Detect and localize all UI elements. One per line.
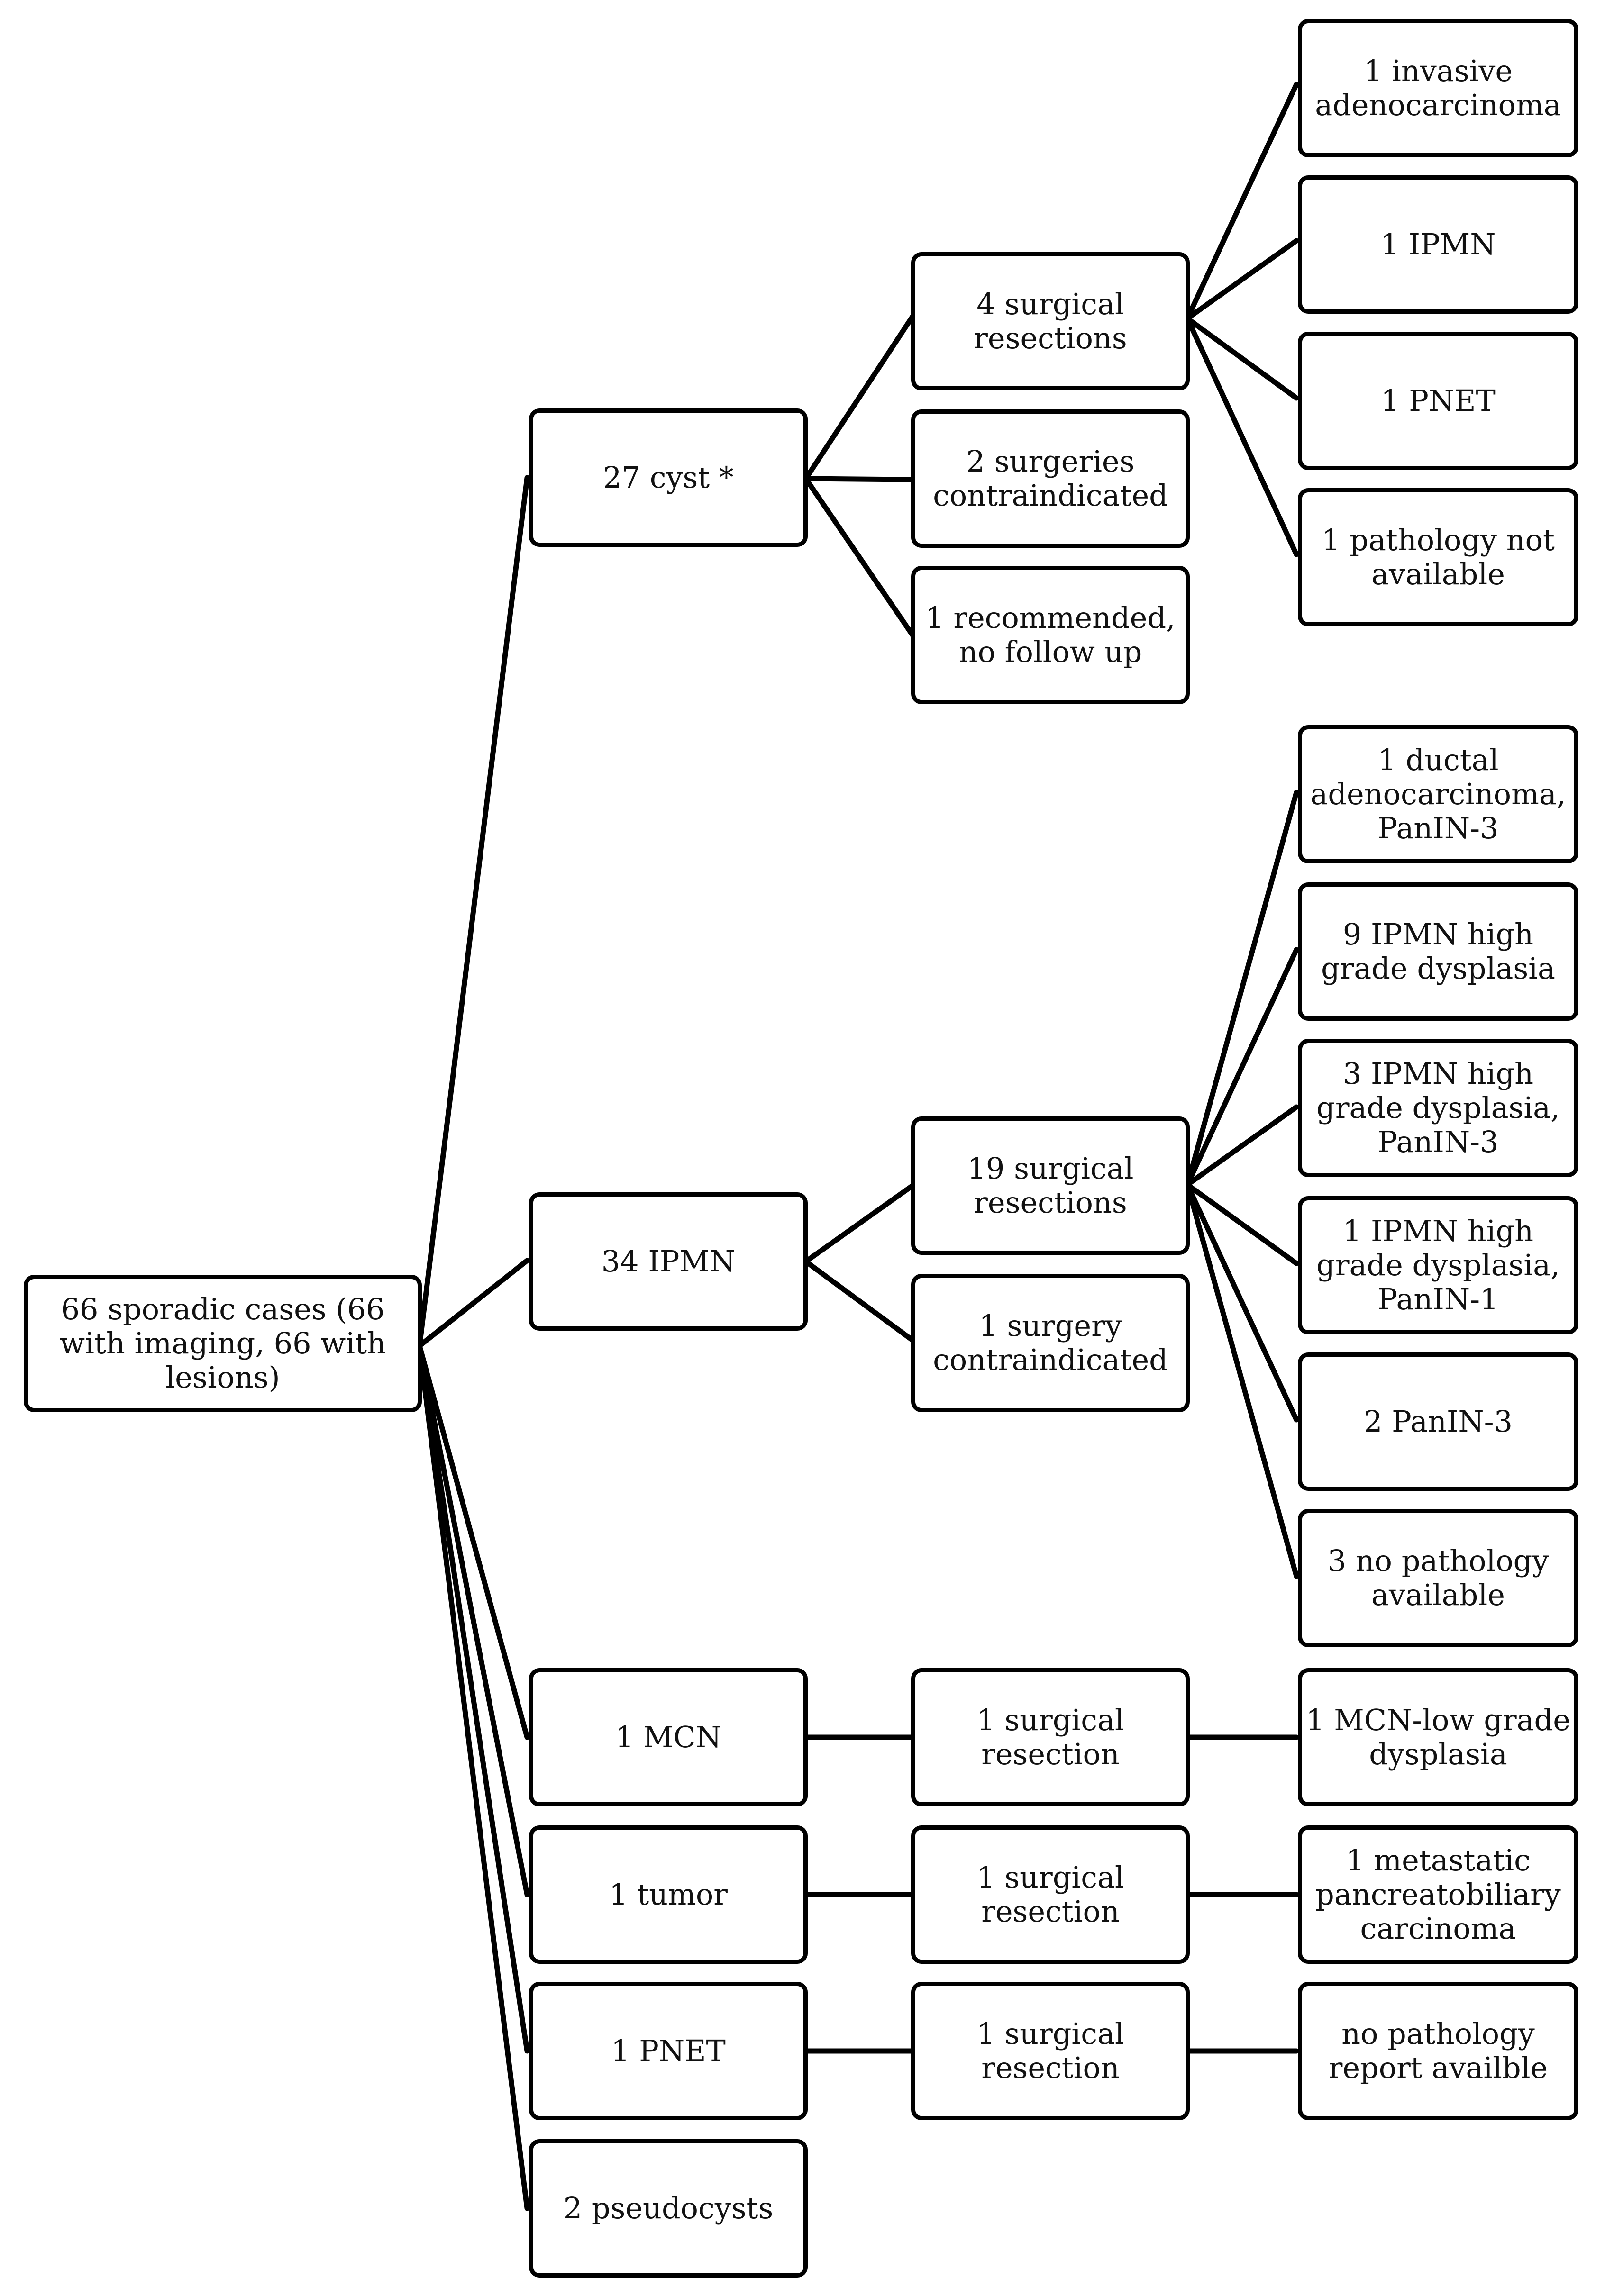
node-cyst-ipmn: 1 IPMN	[1298, 175, 1578, 314]
node-cyst-pnet: 1 PNET	[1298, 332, 1578, 470]
node-mcn-label: 1 MCN	[615, 1720, 722, 1754]
node-pnet-outcome-label: 1 surgical resection	[976, 2016, 1124, 2085]
node-ipmn-ductal-label: 1 ductal adenocarcinoma, PanIN-3	[1310, 743, 1566, 845]
connector-ipmn-resections-panin	[1185, 1182, 1299, 1423]
connector-cyst-contraindicated	[803, 476, 915, 482]
connector-root-tumor	[417, 1343, 530, 1897]
node-ipmn-contraindicated-label: 1 surgery contraindicated	[933, 1308, 1168, 1377]
connector-ipmn-resections-hgd9	[1185, 947, 1299, 1188]
node-tumor-pathology: 1 metastatic pancreatobiliary carcinoma	[1298, 1825, 1578, 1964]
connector-root-ipmn	[417, 1258, 530, 1349]
node-mcn-outcome-label: 1 surgical resection	[976, 1703, 1124, 1771]
node-ipmn-hgd9-label: 9 IPMN high grade dysplasia	[1321, 917, 1555, 986]
node-ipmn-panin: 2 PanIN-3	[1298, 1352, 1578, 1491]
node-cyst-resections: 4 surgical resections	[911, 252, 1190, 390]
connector-ipmn-resections-ductal	[1185, 790, 1299, 1188]
node-ipmn-label: 34 IPMN	[601, 1244, 736, 1279]
connector-resections-invasive	[1185, 82, 1299, 321]
node-ipmn-hgd3: 3 IPMN high grade dysplasia, PanIN-3	[1298, 1039, 1578, 1177]
node-cyst-pnet-label: 1 PNET	[1381, 383, 1496, 418]
connector-root-cyst	[417, 475, 530, 1349]
node-mcn: 1 MCN	[529, 1668, 808, 1806]
connector-resections-not-available	[1185, 316, 1299, 557]
node-mcn-pathology-label: 1 MCN-low grade dysplasia	[1306, 1703, 1570, 1771]
node-ipmn-hgd1: 1 IPMN high grade dysplasia, PanIN-1	[1298, 1196, 1578, 1334]
connector-ipmn-resections-hgd3	[1185, 1104, 1299, 1188]
node-tumor-pathology-label: 1 metastatic pancreatobiliary carcinoma	[1315, 1843, 1561, 1946]
node-mcn-outcome: 1 surgical resection	[911, 1668, 1190, 1806]
node-ipmn-panin-label: 2 PanIN-3	[1363, 1404, 1513, 1439]
node-root: 66 sporadic cases (66 with imaging, 66 w…	[24, 1275, 422, 1412]
node-ipmn-hgd1-label: 1 IPMN high grade dysplasia, PanIN-1	[1316, 1214, 1560, 1316]
connector-ipmn-resections-hgd1	[1185, 1182, 1299, 1266]
node-cyst-no-follow-up-label: 1 recommended, no follow up	[925, 600, 1176, 669]
node-ipmn: 34 IPMN	[529, 1192, 808, 1331]
connector-root-pnet	[417, 1343, 530, 2054]
node-tumor-outcome: 1 surgical resection	[911, 1825, 1190, 1964]
node-cyst-resections-label: 4 surgical resections	[974, 287, 1127, 355]
node-pnet-outcome: 1 surgical resection	[911, 1982, 1190, 2120]
node-pnet: 1 PNET	[529, 1982, 808, 2120]
node-ipmn-resections-label: 19 surgical resections	[967, 1151, 1134, 1220]
node-ipmn-ductal: 1 ductal adenocarcinoma, PanIN-3	[1298, 725, 1578, 863]
node-cyst-not-available: 1 pathology not available	[1298, 488, 1578, 626]
connector-cyst-no-follow-up	[803, 476, 915, 638]
node-cyst-invasive-label: 1 invasive adenocarcinoma	[1315, 54, 1561, 122]
node-pnet-pathology-label: no pathology report availble	[1328, 2016, 1548, 2085]
connector-root-mcn	[417, 1343, 530, 1740]
node-ipmn-no-pathology-label: 3 no pathology available	[1327, 1543, 1549, 1612]
node-cyst-label: 27 cyst *	[603, 460, 734, 495]
node-ipmn-contraindicated: 1 surgery contraindicated	[911, 1274, 1190, 1412]
node-ipmn-no-pathology: 3 no pathology available	[1298, 1509, 1578, 1647]
node-cyst-ipmn-label: 1 IPMN	[1380, 227, 1496, 262]
node-root-label: 66 sporadic cases (66 with imaging, 66 w…	[60, 1292, 386, 1395]
node-cyst-not-available-label: 1 pathology not available	[1322, 523, 1555, 591]
node-mcn-pathology: 1 MCN-low grade dysplasia	[1298, 1668, 1578, 1806]
node-cyst-no-follow-up: 1 recommended, no follow up	[911, 566, 1190, 704]
connector-resections-pnet	[1185, 316, 1299, 401]
connector-cyst-resections	[803, 314, 915, 481]
node-cyst-contraindicated-label: 2 surgeries contraindicated	[933, 444, 1168, 513]
node-pseudocysts-label: 2 pseudocysts	[563, 2191, 774, 2225]
node-ipmn-hgd9: 9 IPMN high grade dysplasia	[1298, 882, 1578, 1021]
node-tumor: 1 tumor	[529, 1825, 808, 1964]
connector-ipmn-contraindicated	[803, 1259, 915, 1343]
connector-root-pseudocysts	[417, 1343, 530, 2211]
connector-resections-ipmn	[1185, 238, 1299, 321]
node-ipmn-hgd3-label: 3 IPMN high grade dysplasia, PanIN-3	[1316, 1056, 1560, 1159]
node-pnet-pathology: no pathology report availble	[1298, 1982, 1578, 2120]
node-ipmn-resections: 19 surgical resections	[911, 1116, 1190, 1255]
node-tumor-label: 1 tumor	[609, 1877, 728, 1912]
node-cyst: 27 cyst *	[529, 408, 808, 547]
node-tumor-outcome-label: 1 surgical resection	[976, 1860, 1124, 1929]
connector-ipmn-resections-no-pathology	[1185, 1182, 1299, 1579]
node-cyst-contraindicated: 2 surgeries contraindicated	[911, 409, 1190, 548]
connector-ipmn-resections	[803, 1183, 915, 1264]
node-cyst-invasive: 1 invasive adenocarcinoma	[1298, 19, 1578, 157]
node-pnet-label: 1 PNET	[611, 2033, 726, 2068]
node-pseudocysts: 2 pseudocysts	[529, 2139, 808, 2278]
